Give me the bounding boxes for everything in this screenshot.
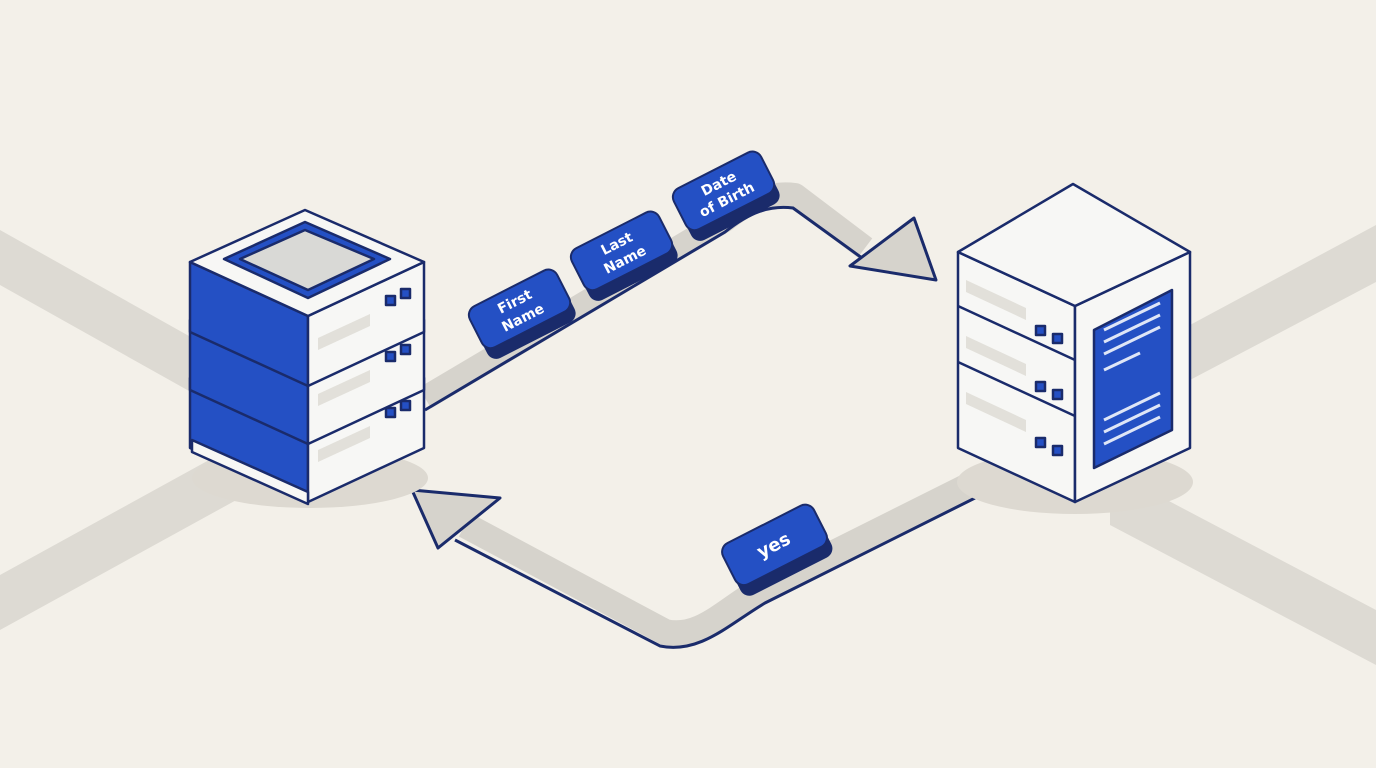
- server-top-face: [956, 182, 1192, 308]
- server-panel-line-3: [1103, 325, 1161, 356]
- client-unit-top: [188, 208, 426, 388]
- server-led-4: [1051, 388, 1064, 401]
- server-bay-divider-1: [957, 304, 1076, 362]
- server-bay-divider-2: [957, 360, 1076, 418]
- band-right-up: [1190, 225, 1376, 380]
- server-led-1: [1034, 324, 1047, 337]
- server-led-2: [1051, 332, 1064, 345]
- server-panel-line-7: [1103, 415, 1161, 446]
- server-panel-line-2: [1103, 313, 1161, 344]
- client-led-3: [384, 350, 397, 363]
- server-led-5: [1034, 436, 1047, 449]
- server-led-6: [1051, 444, 1064, 457]
- server-led-3: [1034, 380, 1047, 393]
- server-slot-2: [966, 336, 1026, 376]
- server-panel-line-1: [1103, 301, 1161, 332]
- server-side-panel: [1092, 288, 1174, 470]
- token-last-name: Last Name: [569, 210, 678, 301]
- server-panel-line-4: [1103, 351, 1141, 372]
- client-slot-2: [318, 370, 370, 406]
- token-yes: yes: [721, 503, 833, 596]
- client-led-5: [384, 294, 397, 307]
- client-stack: [188, 208, 428, 508]
- token-first-name: First Name: [467, 268, 576, 359]
- response-path-edge: [454, 476, 1016, 649]
- client-led-4: [399, 343, 412, 356]
- server-slot-3: [966, 392, 1026, 432]
- band-right-down: [1110, 470, 1376, 665]
- server-slot-1: [966, 280, 1026, 320]
- client-slot-3: [318, 426, 370, 462]
- client-unit-bottom: [188, 376, 426, 506]
- response-arrowhead: [410, 488, 502, 550]
- server-tower: [956, 182, 1193, 514]
- client-led-2: [399, 399, 412, 412]
- client-screen: [238, 228, 376, 292]
- server-panel-line-6: [1103, 403, 1161, 434]
- response-arrow: [410, 453, 1016, 649]
- request-tokens: First Name Last Name Date of Birth: [467, 150, 780, 359]
- server-panel-line-5: [1103, 391, 1161, 422]
- request-arrowhead: [848, 216, 938, 282]
- response-tokens: yes: [721, 503, 833, 596]
- token-date-of-birth: Date of Birth: [671, 150, 780, 241]
- client-slot-1: [318, 314, 370, 350]
- client-led-6: [399, 287, 412, 300]
- client-led-1: [384, 406, 397, 419]
